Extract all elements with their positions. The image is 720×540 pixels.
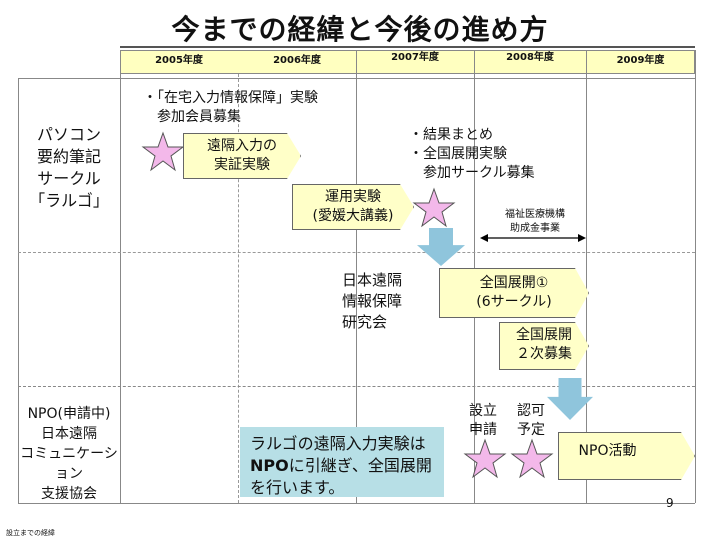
star-icon: [510, 438, 554, 479]
info-line-3: を行います。: [250, 478, 345, 497]
approval-note: 認可 予定: [517, 403, 545, 438]
star-icon: [463, 438, 507, 479]
info-line-2: NPOに引継ぎ、全国展開: [250, 455, 434, 477]
year-2008: 2008年度: [506, 52, 554, 63]
year-divider-2009: [586, 50, 587, 503]
year-divider-2006: [238, 74, 239, 503]
page-number: 9: [666, 496, 674, 510]
grid-top-line: [18, 78, 695, 79]
page-title: 今までの経緯と今後の進め方: [171, 13, 549, 46]
label-column-divider: [120, 50, 121, 503]
operation-test-callout: 運用実験 (愛媛大講義): [292, 184, 414, 230]
info-line-2-rest: に引継ぎ、全国展開: [288, 456, 432, 475]
year-2007: 2007年度: [391, 52, 439, 63]
double-arrow-icon: [480, 234, 586, 242]
nationwide-1-callout: 全国展開① (6サークル): [439, 268, 589, 318]
welfare-fund-label: 福祉医療機構 助成金事業: [505, 209, 565, 234]
year-divider-2007: [356, 50, 357, 503]
year-2006: 2006年度: [273, 55, 321, 66]
right-border: [695, 50, 696, 503]
npo-activity-callout: NPO活動: [558, 432, 695, 480]
establish-note: 設立 申請: [469, 403, 497, 438]
circle-row-label: パソコン 要約筆記 サークル 「ラルゴ」: [29, 125, 109, 210]
row-divider-mid: [18, 252, 695, 253]
info-npo-bold: NPO: [250, 456, 289, 475]
summary-info-box: ラルゴの遠隔入力実験は NPOに引継ぎ、全国展開 を行います。: [240, 427, 444, 497]
grid-bottom-line: [18, 503, 695, 504]
year-2009: 2009年度: [616, 55, 665, 66]
row-divider-npo: [18, 386, 695, 387]
title-underline: [120, 46, 695, 48]
recruit-note: ・「在宅入力情報保障」実験 参加会員募集: [143, 90, 318, 125]
summary-note: ・結果まとめ ・全国展開実験 参加サークル募集: [409, 127, 535, 181]
left-border: [18, 78, 19, 503]
star-icon: [412, 187, 456, 228]
remote-demo-callout: 遠隔入力の 実証実験: [183, 133, 301, 179]
info-line-1: ラルゴの遠隔入力実験は: [250, 434, 426, 453]
star-icon: [141, 131, 185, 172]
npo-row-label: NPO(申請中) 日本遠隔 コミュニケーション 支援協会: [20, 406, 118, 502]
year-2005: 2005年度: [155, 55, 203, 66]
nationwide-2-callout: 全国展開 ２次募集: [499, 322, 589, 370]
footer-label: 設立までの経緯: [6, 529, 55, 537]
year-header-band: [120, 50, 695, 74]
institute-label: 日本遠隔 情報保障 研究会: [342, 271, 403, 331]
